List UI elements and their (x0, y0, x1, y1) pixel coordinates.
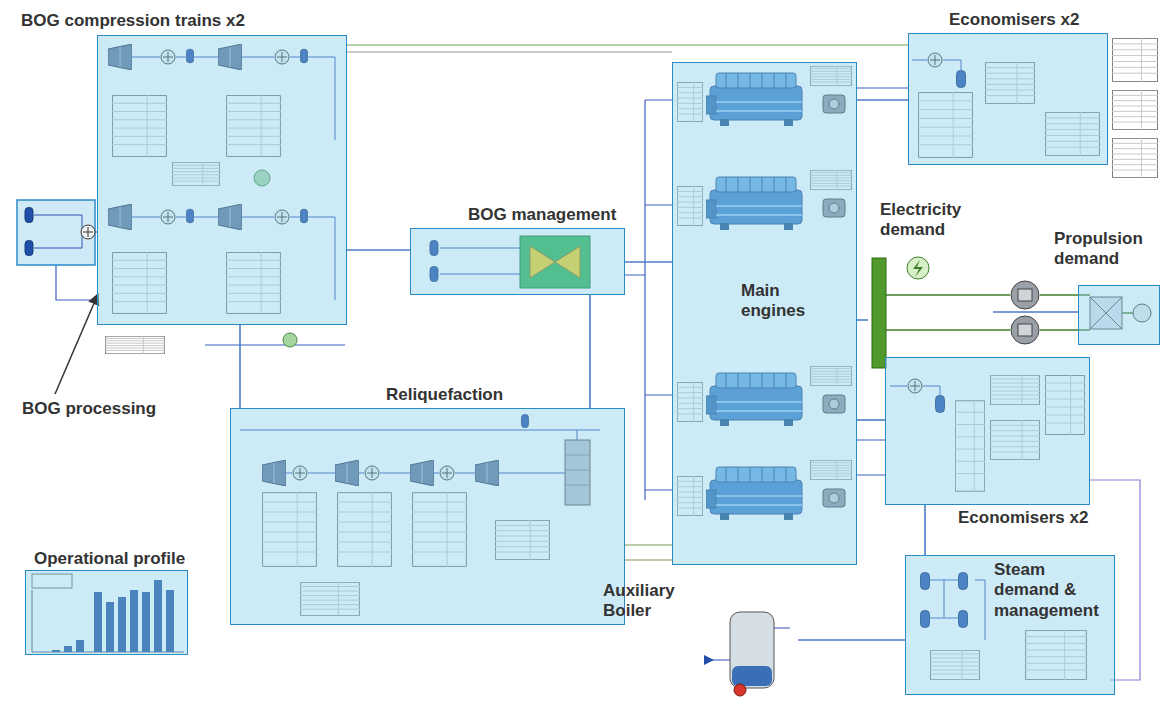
labelled-item: Electricity demand (868, 198, 993, 370)
group-heading: Auxiliary Boiler (603, 581, 698, 622)
boiler-illustration (704, 612, 790, 696)
boiler-furnace (732, 666, 772, 686)
summary-table (1112, 138, 1158, 178)
group-heading: Operational profile (34, 549, 185, 569)
inlet-vessel (25, 240, 33, 255)
group-heading: Steam demand & management (994, 560, 1109, 621)
group-panel: Steam demand & management (905, 555, 1115, 695)
demand-icon (907, 257, 929, 279)
flow-connector (625, 261, 672, 263)
labelled-item: Auxiliary Boiler (598, 578, 798, 695)
flow-connector (993, 311, 1078, 313)
sensor-icon (283, 333, 297, 347)
return-line (625, 545, 672, 560)
group-panel: Reliquefaction (230, 408, 625, 625)
group-panel: BOG compression trains x2 (97, 35, 347, 325)
group-heading: Main engines (741, 281, 831, 322)
group-panel: Operational profile (25, 570, 188, 655)
result-table (105, 336, 165, 354)
valve-symbol (704, 655, 714, 665)
group-heading: Propulsion demand (1054, 229, 1143, 270)
flow-connector (857, 99, 908, 101)
flow-connector (239, 325, 241, 408)
flow-connector (924, 505, 926, 555)
callout-label: BOG processing (22, 399, 156, 419)
bypass-line (205, 344, 345, 345)
group-heading: Reliquefaction (386, 385, 503, 405)
label-holder: BOG processing (22, 399, 156, 419)
group-heading: Electricity demand (880, 200, 980, 241)
flow-connector (589, 295, 591, 408)
fuel-line (625, 100, 672, 500)
inlet-panel (17, 200, 95, 265)
flow-connector (347, 249, 410, 251)
group-heading: BOG management (468, 205, 616, 225)
burner-symbol (734, 684, 746, 696)
group-heading: Economisers x2 (949, 10, 1079, 30)
motor-symbol (1011, 281, 1039, 309)
group-heading: Economisers x2 (958, 508, 1088, 528)
motor-symbol (1011, 316, 1039, 344)
group-panel: Economisers x2 (885, 357, 1090, 505)
motor-core (1018, 289, 1032, 301)
group-heading: BOG compression trains x2 (21, 11, 245, 31)
group-panel: Economisers x2 (908, 33, 1108, 165)
lightning-mark (913, 260, 923, 277)
motor-core (1018, 324, 1032, 336)
leader-arrow (55, 294, 98, 394)
group-panel: Propulsion demand (1078, 285, 1160, 345)
tank-inlet (17, 200, 95, 265)
summary-table (1112, 90, 1158, 130)
busbar (872, 258, 886, 368)
group-panel: Main engines (672, 62, 857, 565)
flow-connector (857, 319, 868, 321)
inlet-pipe (34, 215, 82, 248)
boiler-shell (730, 612, 774, 688)
mixer-symbol (81, 225, 95, 239)
inlet-vessel (25, 207, 33, 222)
flow-connector (798, 639, 905, 641)
signal-line (347, 51, 672, 52)
flow-connector (857, 419, 885, 421)
gas-line (347, 44, 908, 45)
summary-table (1112, 38, 1158, 82)
group-panel: BOG management (410, 228, 625, 295)
